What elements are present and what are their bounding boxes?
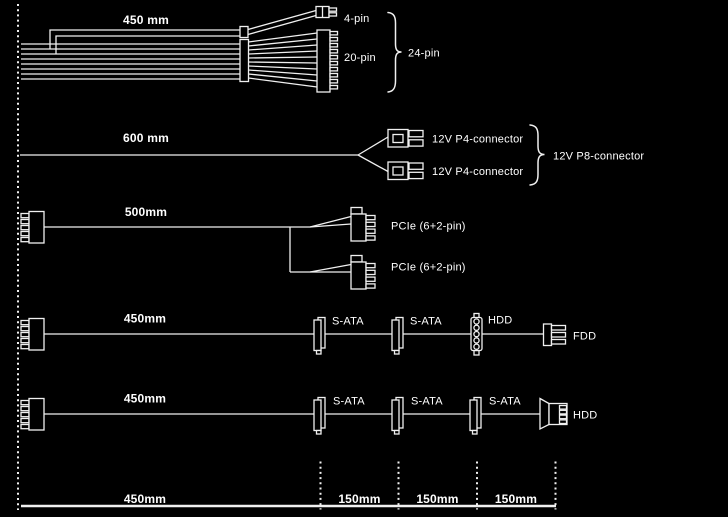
pcie-connector-top-icon xyxy=(350,206,376,242)
sata-connector-icon xyxy=(391,396,404,435)
pcie-wires xyxy=(44,215,352,273)
fdd-label: FDD xyxy=(573,331,596,343)
p4-connector-bottom-icon xyxy=(387,161,424,181)
atx-4pin-connector-icon xyxy=(315,5,338,19)
sata-connector-icon xyxy=(391,316,404,355)
pcie-connector-bottom-icon xyxy=(350,254,376,290)
modular-plug-icon xyxy=(20,317,45,351)
atx-cable-row: 450 mm 4-pin 20-pin 24-pin xyxy=(21,5,440,93)
sata-connector-icon xyxy=(313,396,326,435)
brace-p8-icon xyxy=(529,124,545,186)
atx-20pin-connector-icon xyxy=(316,29,339,93)
atx-wire-bundle xyxy=(21,9,318,88)
sata-hdd-cable-row: 450mm S-ATA S-ATA S-ATA HDD xyxy=(20,392,597,435)
sata-label: S-ATA xyxy=(411,396,443,408)
sata-label: S-ATA xyxy=(333,396,365,408)
sata-label: S-ATA xyxy=(332,316,364,328)
cpu-length-label: 600 mm xyxy=(123,131,169,145)
sata-connector-icon xyxy=(313,316,326,355)
sata-fdd-length-label: 450mm xyxy=(124,312,166,326)
sata-label: S-ATA xyxy=(410,316,442,328)
atx-4pin-label: 4-pin xyxy=(344,13,369,25)
brace-24pin-icon xyxy=(387,11,402,93)
scale-ruler: 450mm 150mm 150mm 150mm xyxy=(21,461,557,510)
p8-label: 12V P8-connector xyxy=(553,151,644,163)
cpu-wires xyxy=(20,136,389,173)
cpu-cable-row: 600 mm 12V P4-connector 12V P4-connector… xyxy=(20,124,644,186)
sata-hdd-length-label: 450mm xyxy=(124,392,166,406)
pcie-bottom-label: PCIe (6+2-pin) xyxy=(391,262,466,274)
sata-connector-icon xyxy=(469,396,482,435)
ruler-450mm-label: 450mm xyxy=(124,492,166,506)
hdd-molex-connector-icon xyxy=(539,397,568,431)
pcie-top-label: PCIe (6+2-pin) xyxy=(391,221,466,233)
atx-20pin-label: 20-pin xyxy=(344,52,376,64)
hdd-label: HDD xyxy=(488,315,512,327)
atx-length-label: 450 mm xyxy=(123,13,169,27)
ruler-150mm-label: 150mm xyxy=(495,492,537,506)
atx-24pin-label: 24-pin xyxy=(408,48,440,60)
pcie-length-label: 500mm xyxy=(125,205,167,219)
p4-bottom-label: 12V P4-connector xyxy=(432,166,523,178)
modular-plug-icon xyxy=(20,397,45,431)
ruler-150mm-label: 150mm xyxy=(338,492,380,506)
modular-plug-icon xyxy=(20,210,45,244)
fdd-connector-icon xyxy=(542,323,567,347)
ruler-150mm-label: 150mm xyxy=(416,492,458,506)
hdd-label: HDD xyxy=(573,410,597,422)
sata-fdd-cable-row: 450mm S-ATA S-ATA HDD FDD xyxy=(20,312,596,356)
p4-top-label: 12V P4-connector xyxy=(432,134,523,146)
sata-label: S-ATA xyxy=(489,396,521,408)
hdd-passthrough-connector-icon xyxy=(470,312,483,356)
p4-connector-top-icon xyxy=(387,128,424,148)
pcie-cable-row: 500mm PCIe (6+2-pin) PCIe (6+2-pin) xyxy=(20,205,466,290)
